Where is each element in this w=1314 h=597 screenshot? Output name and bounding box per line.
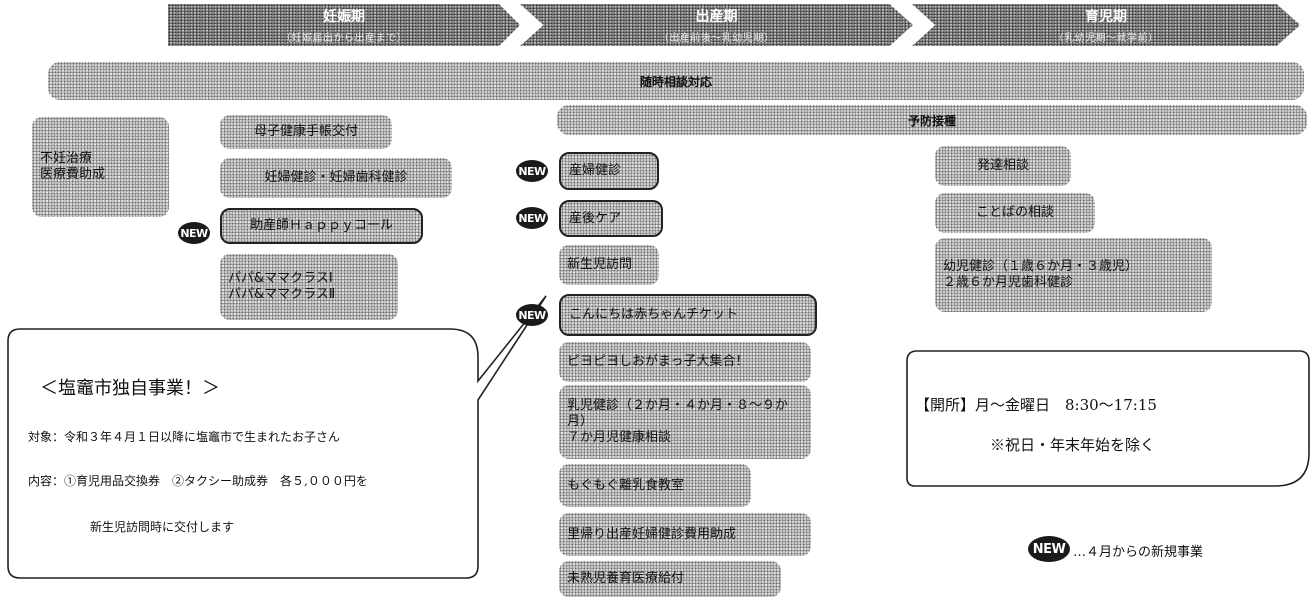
holiday-note: ※祝日・年末年始を除く <box>990 436 1156 454</box>
box-label: 里帰り出産妊婦健診費用助成 <box>567 526 737 542</box>
baby-ticket-box: こんにちは赤ちゃんチケット <box>559 294 817 336</box>
stage-childcare: 育児期 （乳幼児期〜就学前） <box>912 4 1300 46</box>
stage-pregnancy: 妊娠期 （妊娠届出から出産まで） <box>168 4 520 46</box>
premature-medical-box: 未熟児養育医療給付 <box>559 561 781 597</box>
box-label: 母子健康手帳交付 <box>253 124 358 139</box>
new-badge-icon: NEW <box>1028 536 1070 562</box>
stage-subtitle: （出産前後〜乳幼児期） <box>658 33 775 44</box>
infertility-subsidy-box: 不妊治療 医療費助成 <box>32 117 169 217</box>
speech-consult-box: ことばの相談 <box>935 193 1095 233</box>
bubble-content: 内容：①育児用品交換券 ②タクシー助成券 各５,０００円を <box>28 474 368 488</box>
postpartum-checkup-box: 産婦健診 <box>559 152 659 190</box>
badge-text: NEW <box>180 226 208 240</box>
box-label: もぐもぐ離乳食教室 <box>567 477 685 493</box>
development-consult-box: 発達相談 <box>935 146 1071 186</box>
band-label: 予防接種 <box>907 113 956 128</box>
band-label: 随時相談対応 <box>639 74 712 89</box>
box-label: 未熟児養育医療給付 <box>567 571 685 586</box>
box-label: 新生児訪問 <box>567 257 633 272</box>
stage-title: 出産期 <box>695 9 738 25</box>
homecoming-subsidy-box: 里帰り出産妊婦健診費用助成 <box>559 513 811 556</box>
box-label: ことばの相談 <box>975 205 1054 220</box>
parent-class-box: パパ&ママクラスⅠ パパ&ママクラスⅡ <box>220 254 398 320</box>
box-label: 不妊治療 医療費助成 <box>40 151 106 182</box>
new-badge-icon: NEW <box>516 304 548 326</box>
infant-checkup-box: 乳児健診（２か月・４か月・８〜９か月） ７か月児健康相談 <box>559 385 811 459</box>
box-label: 発達相談 <box>976 158 1029 173</box>
newborn-visit-box: 新生児訪問 <box>559 245 659 285</box>
badge-text: NEW <box>518 211 546 225</box>
band-vaccination: 予防接種 <box>557 105 1307 135</box>
box-label: パパ&ママクラスⅠ パパ&ママクラスⅡ <box>228 271 336 302</box>
legend-label: …４月からの新規事業 <box>1073 545 1204 560</box>
box-label: 助産師Ｈａｐｐｙコール <box>249 218 393 233</box>
bubble-content-2: 新生児訪問時に交付します <box>90 520 235 534</box>
band-consultation: 随時相談対応 <box>48 62 1304 100</box>
box-label: 妊婦健診・妊婦歯科健診 <box>264 170 408 185</box>
box-label: 乳児健診（２か月・４か月・８〜９か月） ７か月児健康相談 <box>567 398 789 445</box>
box-label: 幼児健診（１歳６か月・３歳児） ２歳６か月児歯科健診 <box>943 259 1139 290</box>
bubble-target: 対象：令和３年４月１日以降に塩竈市で生まれたお子さん <box>28 430 341 444</box>
pregnancy-checkup-box: 妊婦健診・妊婦歯科健診 <box>220 158 452 198</box>
baby-gathering-box: ピヨピヨしおがまっ子大集合！ <box>559 342 811 382</box>
stage-subtitle: （乳幼児期〜就学前） <box>1053 33 1159 44</box>
stage-subtitle: （妊娠届出から出産まで） <box>281 33 407 44</box>
badge-text: NEW <box>1032 541 1066 557</box>
box-label: こんにちは赤ちゃんチケット <box>569 307 739 322</box>
stage-birth: 出産期 （出産前後〜乳幼児期） <box>520 4 913 46</box>
new-badge-icon: NEW <box>516 207 548 229</box>
box-label: ピヨピヨしおがまっ子大集合！ <box>567 354 749 369</box>
weaning-class-box: もぐもぐ離乳食教室 <box>559 464 751 507</box>
midwife-happy-call-box: 助産師Ｈａｐｐｙコール <box>220 208 423 244</box>
maternal-handbook-box: 母子健康手帳交付 <box>220 115 392 149</box>
box-label: 産婦健診 <box>569 163 622 178</box>
stage-title: 育児期 <box>1085 9 1127 25</box>
hours-line: 【開所】月～金曜日 8:30～17:15 <box>915 396 1157 414</box>
stage-title: 妊娠期 <box>323 9 365 25</box>
new-badge-icon: NEW <box>178 222 210 244</box>
postpartum-care-box: 産後ケア <box>559 200 663 237</box>
hours-box-shape <box>906 350 1310 487</box>
bubble-title: ＜塩竈市独自事業！＞ <box>40 378 220 399</box>
box-label: 産後ケア <box>569 210 622 226</box>
toddler-checkup-box: 幼児健診（１歳６か月・３歳児） ２歳６か月児歯科健診 <box>935 238 1212 312</box>
new-badge-icon: NEW <box>516 160 548 182</box>
badge-text: NEW <box>518 164 546 178</box>
badge-text: NEW <box>518 308 546 322</box>
